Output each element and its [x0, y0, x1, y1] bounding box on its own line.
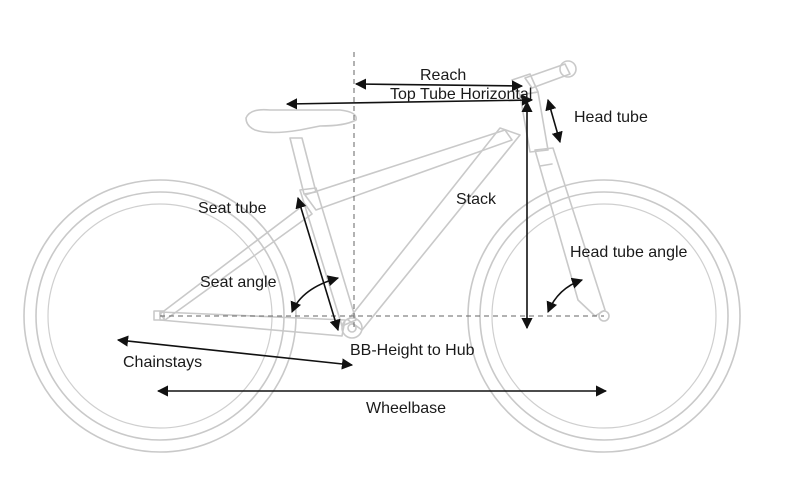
- seat-tube-arrow: [295, 196, 341, 332]
- head-tube-angle-arc: [546, 277, 584, 314]
- seat-tube-label: Seat tube: [198, 200, 267, 217]
- saddle: [245, 108, 357, 134]
- top-tube-arrow: [285, 94, 534, 110]
- top-tube-horizontal-label: Top Tube Horizontal: [390, 86, 533, 103]
- seat-angle-label: Seat angle: [200, 274, 277, 291]
- reach-label: Reach: [420, 67, 467, 84]
- head-tube-angle-label: Head tube angle: [570, 244, 688, 261]
- reach-arrow: [354, 78, 524, 92]
- head-tube-label: Head tube: [574, 109, 648, 126]
- chainstays-arrow: [116, 335, 354, 370]
- chainstays-label: Chainstays: [123, 354, 203, 371]
- seat-angle-arc: [290, 275, 340, 314]
- head-tube-arrow: [545, 98, 563, 144]
- stack-label: Stack: [456, 191, 497, 208]
- bb-height-to-hub-label: BB-Height to Hub: [350, 342, 475, 359]
- wheelbase-label: Wheelbase: [366, 400, 447, 417]
